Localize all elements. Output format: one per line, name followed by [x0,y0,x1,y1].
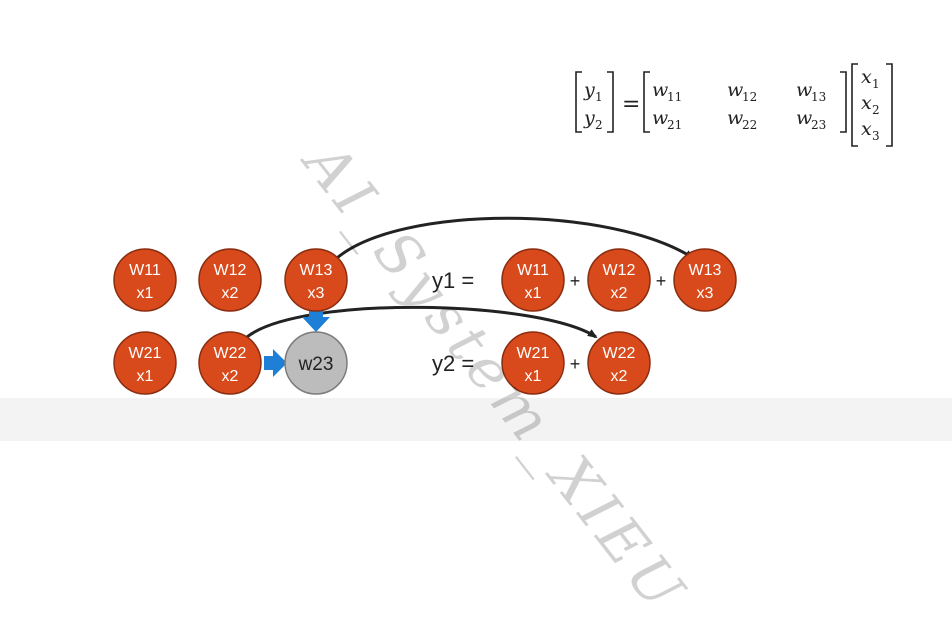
node-label: W21 [517,345,550,362]
grid-node-w11: W11 x1 [113,248,177,312]
diagram-svg: W11 x1 W12 x2 W13 x3 W21 x1 W22 x2 w23 [113,63,893,395]
matrix-w11-var: w [652,79,668,101]
matrix-y2-sub: 2 [595,118,603,132]
equation-y2-label: y2 = [432,351,474,376]
node-sublabel: x2 [222,368,239,385]
matrix-w13-var: w [796,79,812,101]
matrix-x2-var: x [861,92,872,114]
node-sublabel: x1 [137,285,154,302]
node-sublabel: x3 [308,285,325,302]
matrix-w21-sub: 21 [667,118,682,132]
bracket-x-left [851,63,858,147]
bracket-w-left [643,71,650,133]
matrix-w23-sub: 23 [811,118,826,132]
gray-node-label: w23 [298,354,334,375]
matrix-w22-var: w [727,107,743,129]
node-label: W13 [689,262,722,279]
matrix-x1-var: x [861,66,872,88]
node-sublabel: x2 [611,368,628,385]
grid-node-w12: W12 x2 [198,248,262,312]
bottom-band [0,398,952,441]
node-label: W12 [603,262,636,279]
eq1-term-w13: W13 x3 [673,248,737,312]
node-sublabel: x1 [525,285,542,302]
eq2-term-w22: W22 x2 [587,331,651,395]
node-label: W13 [300,262,333,279]
blue-arrow-right [264,349,287,377]
equation-y1-label: y1 = [432,268,474,293]
curve-w13-to-y1 [336,216,695,260]
node-label: W11 [517,262,549,279]
matrix-y2-var: y [583,107,595,129]
node-label: W22 [603,345,636,362]
grid-node-w23-gray: w23 [284,331,348,395]
node-label: W12 [214,262,247,279]
bracket-y-left [575,71,582,133]
matrix-y1-sub: 1 [595,90,603,104]
plus-sign: + [570,354,581,374]
curve-w22-to-y2 [246,305,598,339]
grid-node-w22: W22 x2 [198,331,262,395]
matrix-w23-var: w [796,107,812,129]
grid-node-w13: W13 x3 [284,248,348,312]
plus-sign: + [656,271,667,291]
plus-sign: + [570,271,581,291]
node-label: W22 [214,345,247,362]
diagram-stage: W11 x1 W12 x2 W13 x3 W21 x1 W22 x2 w23 [0,63,952,627]
node-sublabel: x2 [611,285,628,302]
matrix-w12-sub: 12 [742,90,757,104]
blue-arrow-down [302,307,330,332]
matrix-w11-sub: 11 [667,90,682,104]
eq2-term-w21: W21 x1 [501,331,565,395]
eq1-term-w12: W12 x2 [587,248,651,312]
matrix-x2-sub: 2 [872,103,880,117]
node-label: W21 [129,345,162,362]
matrix-w12-var: w [727,79,743,101]
bracket-y-right [607,71,614,133]
matrix-equation: y 1 y 2 = w 11 w 12 w 13 w 21 w 22 w 23 … [575,63,893,147]
matrix-x3-var: x [861,118,872,140]
matrix-y1-var: y [583,79,595,101]
matrix-w21-var: w [652,107,668,129]
node-sublabel: x2 [222,285,239,302]
matrix-equals: = [622,92,640,117]
eq1-term-w11: W11 x1 [501,248,565,312]
bracket-x-right [886,63,893,147]
matrix-w13-sub: 13 [811,90,826,104]
node-label: W11 [129,262,161,279]
node-sublabel: x3 [697,285,714,302]
bracket-w-right [840,71,847,133]
node-sublabel: x1 [525,368,542,385]
matrix-x3-sub: 3 [872,129,880,143]
grid-node-w21: W21 x1 [113,331,177,395]
node-sublabel: x1 [137,368,154,385]
matrix-x1-sub: 1 [872,77,880,91]
matrix-w22-sub: 22 [742,118,757,132]
